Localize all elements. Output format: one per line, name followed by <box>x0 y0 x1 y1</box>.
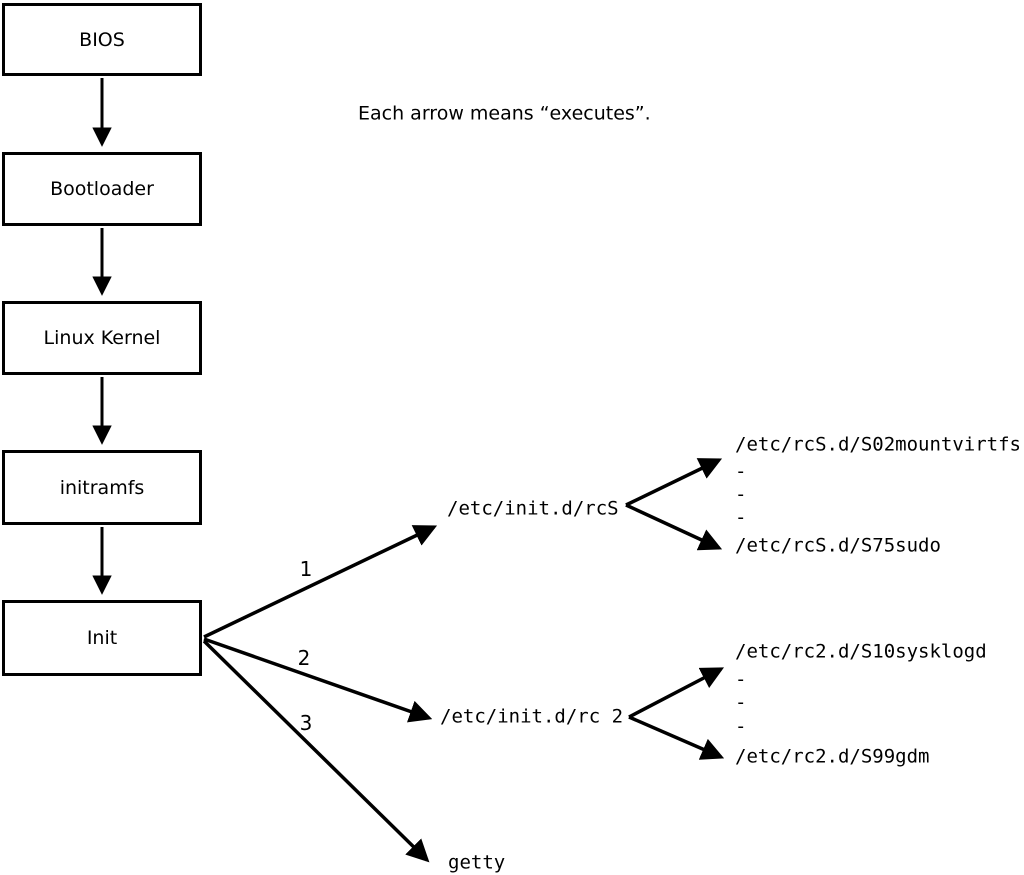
branch-2-target-label: /etc/init.d/rc 2 <box>440 705 624 728</box>
box-bios-label: BIOS <box>79 28 125 51</box>
box-bootloader: Bootloader <box>2 152 202 226</box>
arrow-init-to-getty <box>202 639 430 863</box>
arrow-rc2-to-S99gdm <box>628 715 725 760</box>
arrow-rcS-to-S75sudo <box>625 503 723 551</box>
box-init-label: Init <box>86 627 118 649</box>
rcS-script-placeholder-dash: - <box>735 506 747 529</box>
branch-2-number-label: 2 <box>297 646 311 670</box>
branch-1-target-label: /etc/init.d/rcS <box>447 497 619 520</box>
box-bios: BIOS <box>2 3 202 76</box>
arrow-init-to-rcS <box>203 525 438 639</box>
box-initramfs: initramfs <box>2 450 202 525</box>
rcS-script-S75sudo-label: /etc/rcS.d/S75sudo <box>735 534 941 557</box>
rcS-script-S02mountvirtfs-label: /etc/rcS.d/S02mountvirtfs <box>735 433 1021 456</box>
branch-3-target-label: getty <box>448 851 506 874</box>
arrow-rcS-to-S02mountvirtfs <box>625 458 723 507</box>
rc2-script-S99gdm-label: /etc/rc2.d/S99gdm <box>735 745 930 768</box>
rc2-script-placeholder-dash: - <box>735 715 747 738</box>
box-bootloader-label: Bootloader <box>50 178 154 200</box>
rcS-script-placeholder-dash: - <box>735 460 747 483</box>
rc2-script-placeholder-dash: - <box>735 691 747 714</box>
branch-3-number-label: 3 <box>299 711 313 735</box>
box-init: Init <box>2 600 202 676</box>
branch-1-number-label: 1 <box>299 557 313 581</box>
note-arrow-meaning: Each arrow means “executes”. <box>358 102 651 125</box>
arrow-init-to-rc2 <box>203 637 433 723</box>
box-linux-kernel: Linux Kernel <box>2 301 202 375</box>
rc2-script-placeholder-dash: - <box>735 668 747 691</box>
box-linux-kernel-label: Linux Kernel <box>43 327 161 349</box>
rc2-script-S10sysklogd-label: /etc/rc2.d/S10sysklogd <box>735 640 987 663</box>
arrow-rc2-to-S10sysklogd <box>628 667 725 719</box>
box-initramfs-label: initramfs <box>59 476 145 499</box>
rcS-script-placeholder-dash: - <box>735 483 747 506</box>
